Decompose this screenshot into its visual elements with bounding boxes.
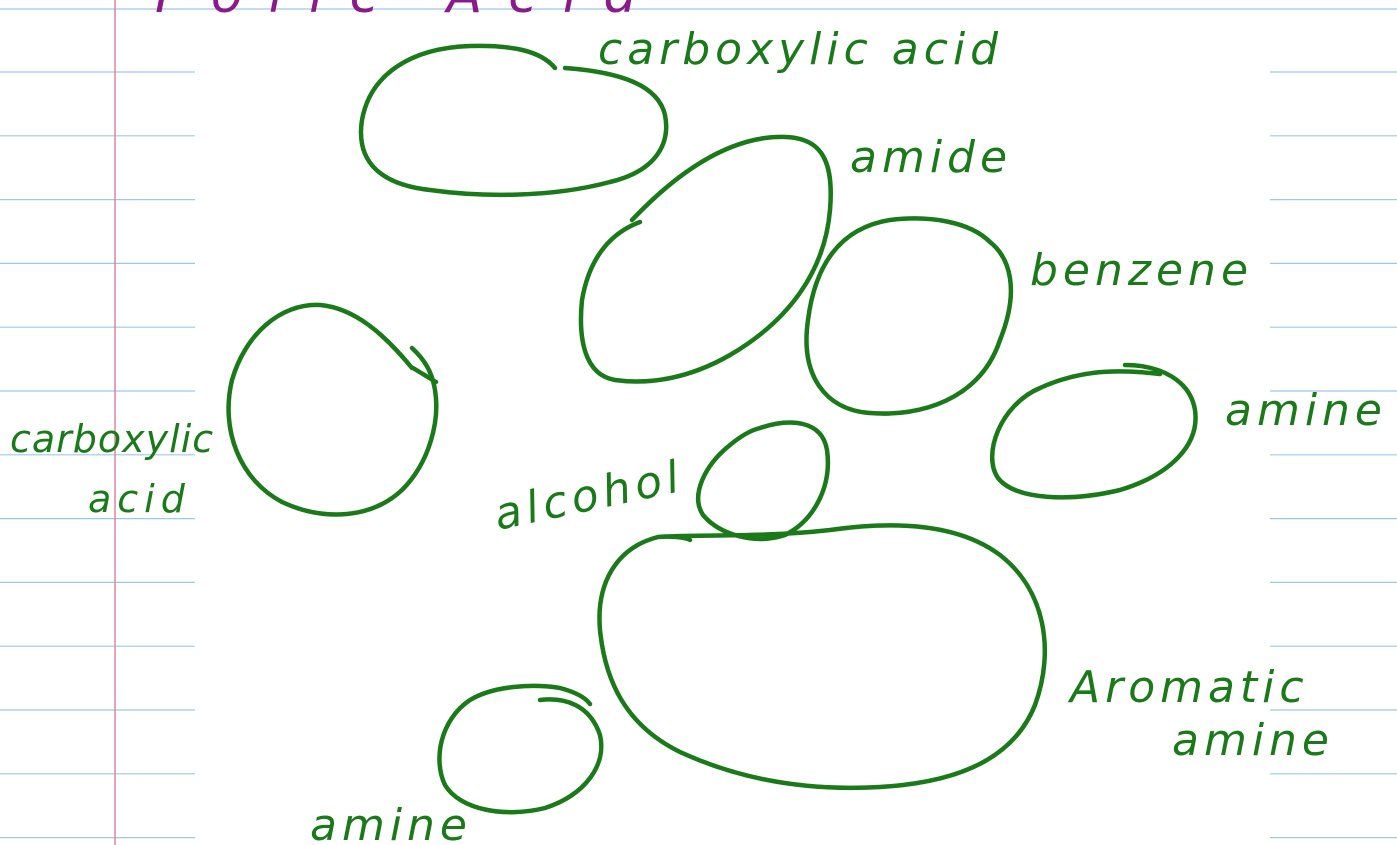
alcohol-shape [696,420,831,542]
functional-group-labels: carboxylic acid amide benzene amine carb… [10,24,1387,845]
label-carboxylic-left-line1: carboxylic [10,417,214,461]
label-carboxylic-left-line2: acid [88,477,191,521]
label-amine-bottom: amine [310,800,472,845]
label-amide: amide [850,132,1012,183]
label-benzene: benzene [1030,245,1253,296]
benzene-shape [804,216,1014,416]
ruled-lines [0,8,1397,839]
label-amine-right: amine [1225,385,1387,436]
label-carboxylic-acid-top: carboxylic acid [598,24,1003,75]
page-title-partial: Folic Acid [155,0,662,25]
label-aromatic-line2: amine [1172,715,1334,766]
amine-bottom-shape [437,683,604,815]
functional-group-shapes [226,43,1198,815]
label-alcohol: alcohol [490,451,689,541]
carboxylic-acid-left-tick [410,365,439,385]
amine-right-shape [989,362,1198,500]
carboxylic-acid-left-shape [226,302,439,517]
amide-shape [578,134,833,384]
carboxylic-acid-top-shape [358,43,669,198]
aromatic-amine-shape [597,523,1047,791]
label-aromatic-line1: Aromatic [1067,662,1309,713]
